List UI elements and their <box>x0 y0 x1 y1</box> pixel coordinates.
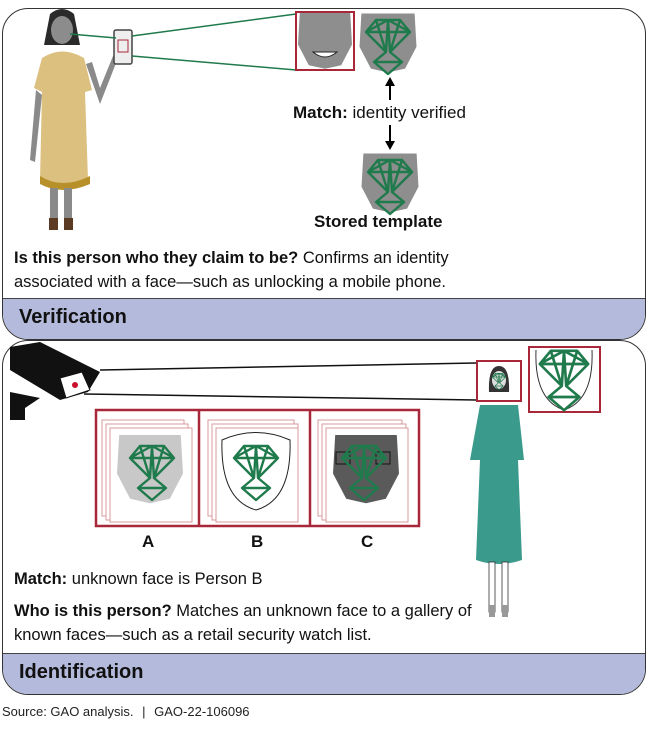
gallery-label-c: C <box>361 532 374 551</box>
gallery-face-b <box>207 419 299 523</box>
identification-description-line2: known faces—such as a retail security wa… <box>14 626 372 644</box>
security-camera-icon <box>10 342 477 420</box>
source-text: Source: GAO analysis. <box>2 704 134 719</box>
verification-description-line2: associated with a face—such as unlocking… <box>14 273 447 291</box>
report-id: GAO-22-106096 <box>154 704 250 719</box>
unknown-person-figure <box>470 360 524 617</box>
identification-question: Who is this person? <box>14 602 172 620</box>
stored-template-face <box>361 153 419 216</box>
source-separator: | <box>142 704 146 719</box>
identification-match-label: Match: <box>14 570 68 588</box>
unknown-face-closeup <box>528 346 601 413</box>
gallery-label-a: A <box>142 532 155 551</box>
identification-description-line1: Matches an unknown face to a gallery of <box>176 602 472 620</box>
verification-question: Is this person who they claim to be? <box>14 249 299 267</box>
verification-title-band: Verification <box>3 298 645 339</box>
identification-title: Identification <box>19 661 144 683</box>
gallery-face-a <box>101 419 193 523</box>
verification-title: Verification <box>19 306 127 328</box>
identification-title-band: Identification <box>3 653 645 694</box>
gallery-face-c <box>317 419 409 523</box>
verification-match: Match: identity verified <box>293 101 466 125</box>
verification-description: Is this person who they claim to be? Con… <box>14 246 449 294</box>
stored-template-label: Stored template <box>314 212 443 231</box>
verification-match-text: identity verified <box>352 103 466 122</box>
captured-face <box>295 11 355 71</box>
verification-match-label: Match: <box>293 103 348 122</box>
identification-match: Match: unknown face is Person B <box>14 567 263 591</box>
verification-description-line1: Confirms an identity <box>302 249 449 267</box>
woman-with-phone-figure <box>30 9 297 230</box>
identification-match-text: unknown face is Person B <box>71 570 263 588</box>
identification-description: Who is this person? Matches an unknown f… <box>14 599 472 647</box>
face-gallery <box>94 408 421 528</box>
gallery-label-b: B <box>251 532 264 551</box>
phone-icon <box>113 29 133 65</box>
face-template-mesh <box>359 13 417 76</box>
match-arrows <box>385 77 395 150</box>
source-note: Source: GAO analysis. | GAO-22-106096 <box>2 704 250 719</box>
